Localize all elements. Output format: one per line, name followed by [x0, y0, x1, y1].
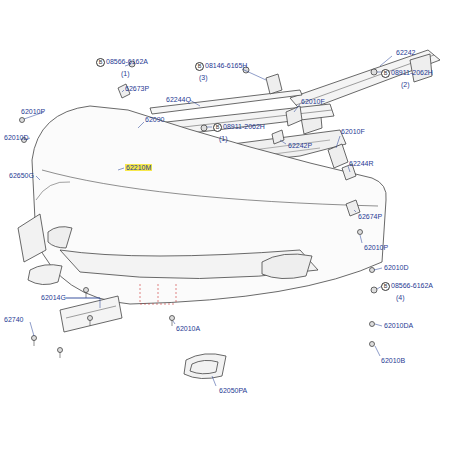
part-number: 62010P	[363, 244, 389, 251]
part-number: (1)	[218, 135, 229, 142]
fog-bezel	[184, 354, 226, 379]
circled-letter: B	[96, 58, 105, 67]
circled-letter: B	[381, 69, 390, 78]
part-number: 62010D	[3, 134, 30, 141]
part-number: 08911-2062H	[222, 123, 266, 130]
part-number: 62090	[144, 116, 165, 123]
part-number: 62014G	[40, 294, 67, 301]
part-number: 62010B	[380, 357, 406, 364]
part-number: 62740	[3, 316, 24, 323]
license-bracket	[60, 296, 122, 332]
part-number: 62210M	[125, 164, 152, 171]
part-number: (3)	[198, 74, 209, 81]
part-number: 62010P	[20, 108, 46, 115]
part-number: 08146-6165H	[204, 62, 248, 69]
part-number: 62674P	[357, 213, 383, 220]
reinforcement-beam	[290, 50, 440, 112]
part-number: 62010F	[300, 98, 326, 105]
part-number: 62010A	[175, 325, 201, 332]
bumper-fascia	[32, 106, 386, 304]
part-number: 08566-6162A	[390, 282, 434, 289]
part-number: 08566-6162A	[105, 58, 149, 65]
part-number: (2)	[400, 81, 411, 88]
part-number: 62242	[395, 49, 416, 56]
circled-letter: B	[381, 282, 390, 291]
part-number: 08911-2062H	[390, 69, 434, 76]
part-number: 62244Q	[165, 96, 192, 103]
part-number: 62244R	[348, 160, 375, 167]
part-number: 62010F	[340, 128, 366, 135]
part-number: 62010DA	[383, 322, 414, 329]
part-number: 62650G	[8, 172, 35, 179]
part-number: 62242P	[287, 142, 313, 149]
part-number: 62673P	[124, 85, 150, 92]
part-number: (4)	[395, 294, 406, 301]
part-number: 62050PA	[218, 387, 248, 394]
side-cover	[18, 214, 46, 262]
circled-letter: B	[213, 123, 222, 132]
part-number: 62010D	[383, 264, 410, 271]
part-number: (1)	[120, 70, 131, 77]
circled-letter: B	[195, 62, 204, 71]
